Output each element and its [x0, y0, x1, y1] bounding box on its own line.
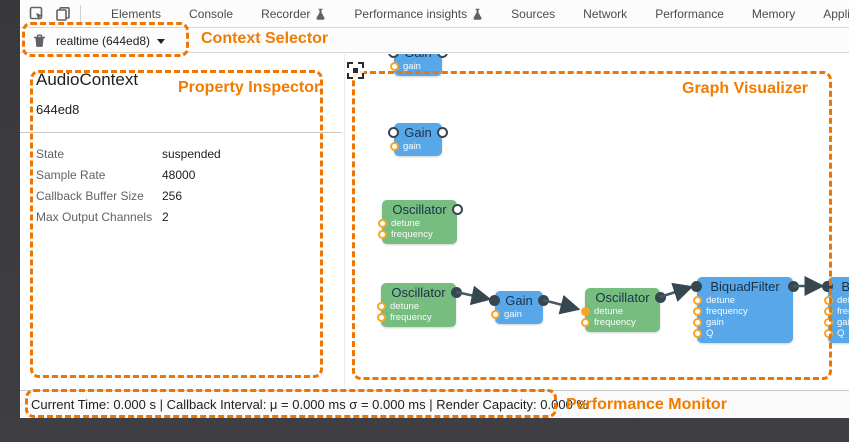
param-gain: gain — [389, 141, 442, 152]
param-frequency: frequency — [376, 312, 456, 323]
output-port — [452, 203, 463, 215]
node-title: Oscillator — [381, 283, 462, 301]
webaudio-toolbar: realtime (644ed8) — [20, 29, 849, 53]
property-row-state: State suspended — [36, 146, 221, 161]
param-Q: Q — [823, 328, 849, 339]
output-port — [655, 291, 666, 303]
graph-visualizer-canvas[interactable]: GaingainGaingainOscillatordetunefrequenc… — [345, 54, 849, 390]
param-port — [823, 318, 833, 327]
toolbar-icon-group — [20, 5, 97, 23]
output-port — [437, 54, 448, 58]
param-port — [580, 307, 590, 316]
output-port — [451, 286, 462, 298]
tab-memory[interactable]: Memory — [751, 6, 796, 21]
input-port — [822, 280, 833, 292]
param-gain: gain — [823, 317, 849, 328]
chevron-down-icon — [157, 38, 166, 44]
node-title: BiquadFilter — [691, 277, 799, 295]
param-port — [580, 318, 590, 327]
selection-marker-icon — [347, 62, 364, 79]
param-port — [692, 318, 702, 327]
param-port — [823, 329, 833, 338]
tab-network[interactable]: Network — [583, 6, 628, 21]
output-port — [437, 126, 448, 138]
property-inspector-panel: AudioContext 644ed8 State suspended Samp… — [20, 54, 345, 390]
param-frequency: frequency — [692, 306, 793, 317]
divider — [20, 132, 342, 133]
performance-status-text: Current Time: 0.000 s | Callback Interva… — [31, 397, 588, 412]
tab-performance-insights[interactable]: Performance insights — [340, 0, 497, 27]
param-port — [389, 142, 399, 151]
param-gain: gain — [490, 309, 543, 320]
input-port — [388, 126, 399, 138]
param-gain: gain — [692, 317, 793, 328]
node-title: Oscillator — [585, 288, 666, 306]
output-port — [788, 280, 799, 292]
property-row-max-output-channels: Max Output Channels 2 — [36, 209, 169, 224]
context-id: 644ed8 — [36, 102, 80, 117]
context-selector-dropdown[interactable]: realtime (644ed8) — [56, 33, 166, 48]
tab-sources[interactable]: Sources — [511, 6, 556, 21]
param-detune: detune — [692, 295, 793, 306]
tab-elements[interactable]: Elements — [111, 6, 162, 21]
device-toolbar-icon[interactable] — [54, 5, 72, 23]
param-frequency: frequency — [377, 229, 457, 240]
tab-performance[interactable]: Performance — [655, 6, 724, 21]
tab-recorder[interactable]: Recorder — [247, 0, 340, 27]
param-port — [377, 219, 387, 228]
input-port — [489, 294, 500, 306]
node-title: Gain — [489, 291, 549, 309]
context-selector-label: realtime (644ed8) — [56, 33, 151, 48]
param-detune: detune — [823, 295, 849, 306]
param-gain: gain — [389, 61, 442, 72]
param-port — [823, 307, 833, 316]
param-port — [692, 296, 702, 305]
param-port — [376, 313, 386, 322]
property-row-sample-rate: Sample Rate 48000 — [36, 167, 196, 182]
node-title: Gain — [388, 54, 448, 61]
node-title: Gain — [388, 123, 448, 141]
output-port — [538, 294, 549, 306]
param-detune: detune — [376, 301, 456, 312]
toolbar-separator — [80, 5, 81, 22]
param-port — [823, 296, 833, 305]
input-port — [388, 54, 399, 58]
context-title: AudioContext — [36, 70, 139, 89]
param-port — [692, 329, 702, 338]
param-port — [389, 62, 399, 71]
param-detune: detune — [580, 306, 660, 317]
param-port — [692, 307, 702, 316]
node-title: Oscillator — [382, 200, 463, 218]
param-detune: detune — [377, 218, 457, 229]
param-Q: Q — [692, 328, 793, 339]
input-port — [691, 280, 702, 292]
property-row-callback-buffer-size: Callback Buffer Size 256 — [36, 188, 183, 203]
param-port — [376, 302, 386, 311]
tab-console[interactable]: Console — [189, 6, 234, 21]
performance-monitor-bar: Current Time: 0.000 s | Callback Interva… — [20, 390, 849, 418]
inspect-element-icon[interactable] — [28, 5, 46, 23]
param-frequency: frequency — [580, 317, 660, 328]
property-rows: State suspended Sample Rate 48000 Callba… — [36, 143, 336, 227]
trash-icon[interactable] — [33, 34, 46, 48]
param-port — [490, 310, 500, 319]
node-title: BiquadFilter — [822, 277, 849, 295]
tab-application[interactable]: Application — [823, 6, 849, 21]
param-port — [377, 230, 387, 239]
param-frequency: frequency — [823, 306, 849, 317]
